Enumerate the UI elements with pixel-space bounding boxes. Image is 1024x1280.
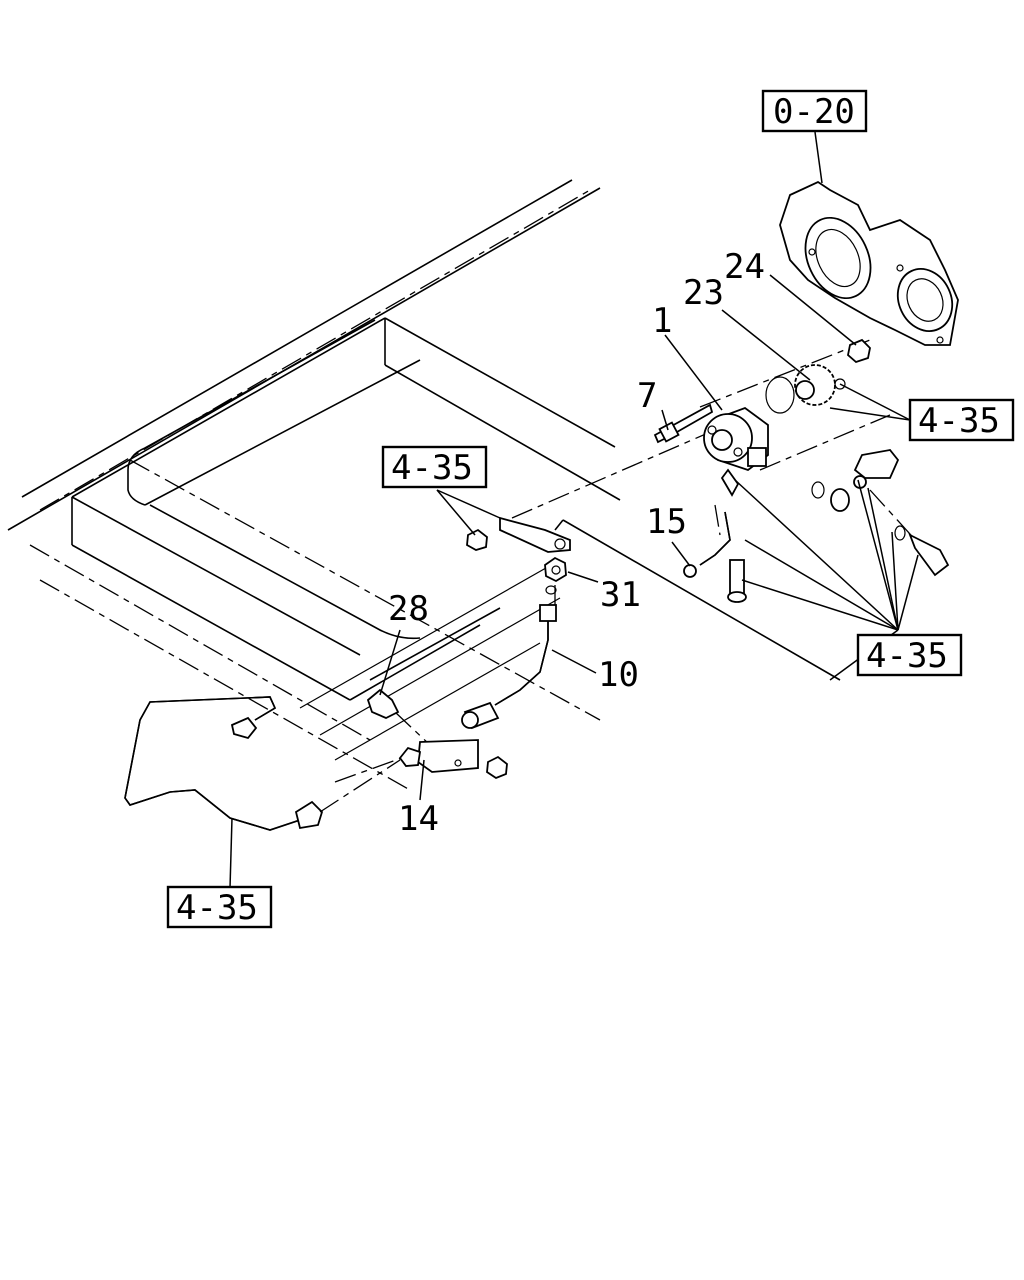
leader-lines	[229, 131, 919, 889]
gear-nut	[834, 338, 871, 390]
hose-clamp	[683, 564, 697, 578]
oil-pipe	[124, 696, 401, 831]
part-number-15: 15	[646, 502, 687, 542]
part-number-10: 10	[598, 655, 639, 695]
reference-box-right-upper[interactable]: 4-35	[908, 398, 1015, 442]
reference-box-center-left[interactable]: 4-35	[381, 445, 488, 489]
reference-label: 4-35	[176, 888, 258, 928]
part-number-31: 31	[600, 575, 641, 615]
o-ring	[765, 376, 795, 414]
banjo-nut	[544, 556, 567, 595]
reference-label: 4-35	[391, 448, 473, 488]
part-number-28: 28	[388, 589, 429, 629]
chassis-frame	[7, 179, 621, 791]
part-number-1: 1	[652, 301, 672, 341]
idler-gear	[794, 364, 836, 406]
mounting-bracket-upper	[466, 516, 571, 553]
gear-case-cover	[779, 180, 959, 346]
reference-box-top[interactable]: 0-20	[761, 89, 868, 133]
part-number-14: 14	[398, 799, 439, 839]
small-fittings-right	[811, 449, 950, 577]
reference-box-bottom-left[interactable]: 4-35	[166, 885, 273, 929]
reference-box-right-lower[interactable]: 4-35	[856, 633, 963, 677]
reference-label: 4-35	[918, 401, 1000, 441]
bracket-bolt	[366, 688, 400, 719]
pump-assembly	[703, 406, 769, 472]
assembly-centerlines	[334, 339, 921, 783]
vacuum-hose	[699, 468, 747, 603]
reference-label: 0-20	[773, 92, 855, 132]
flexible-hose	[461, 604, 557, 730]
part-number-24: 24	[724, 247, 765, 287]
mounting-bracket-lower	[398, 739, 508, 780]
part-number-7: 7	[637, 376, 657, 416]
part-number-23: 23	[683, 273, 724, 313]
reference-label: 4-35	[866, 636, 948, 676]
